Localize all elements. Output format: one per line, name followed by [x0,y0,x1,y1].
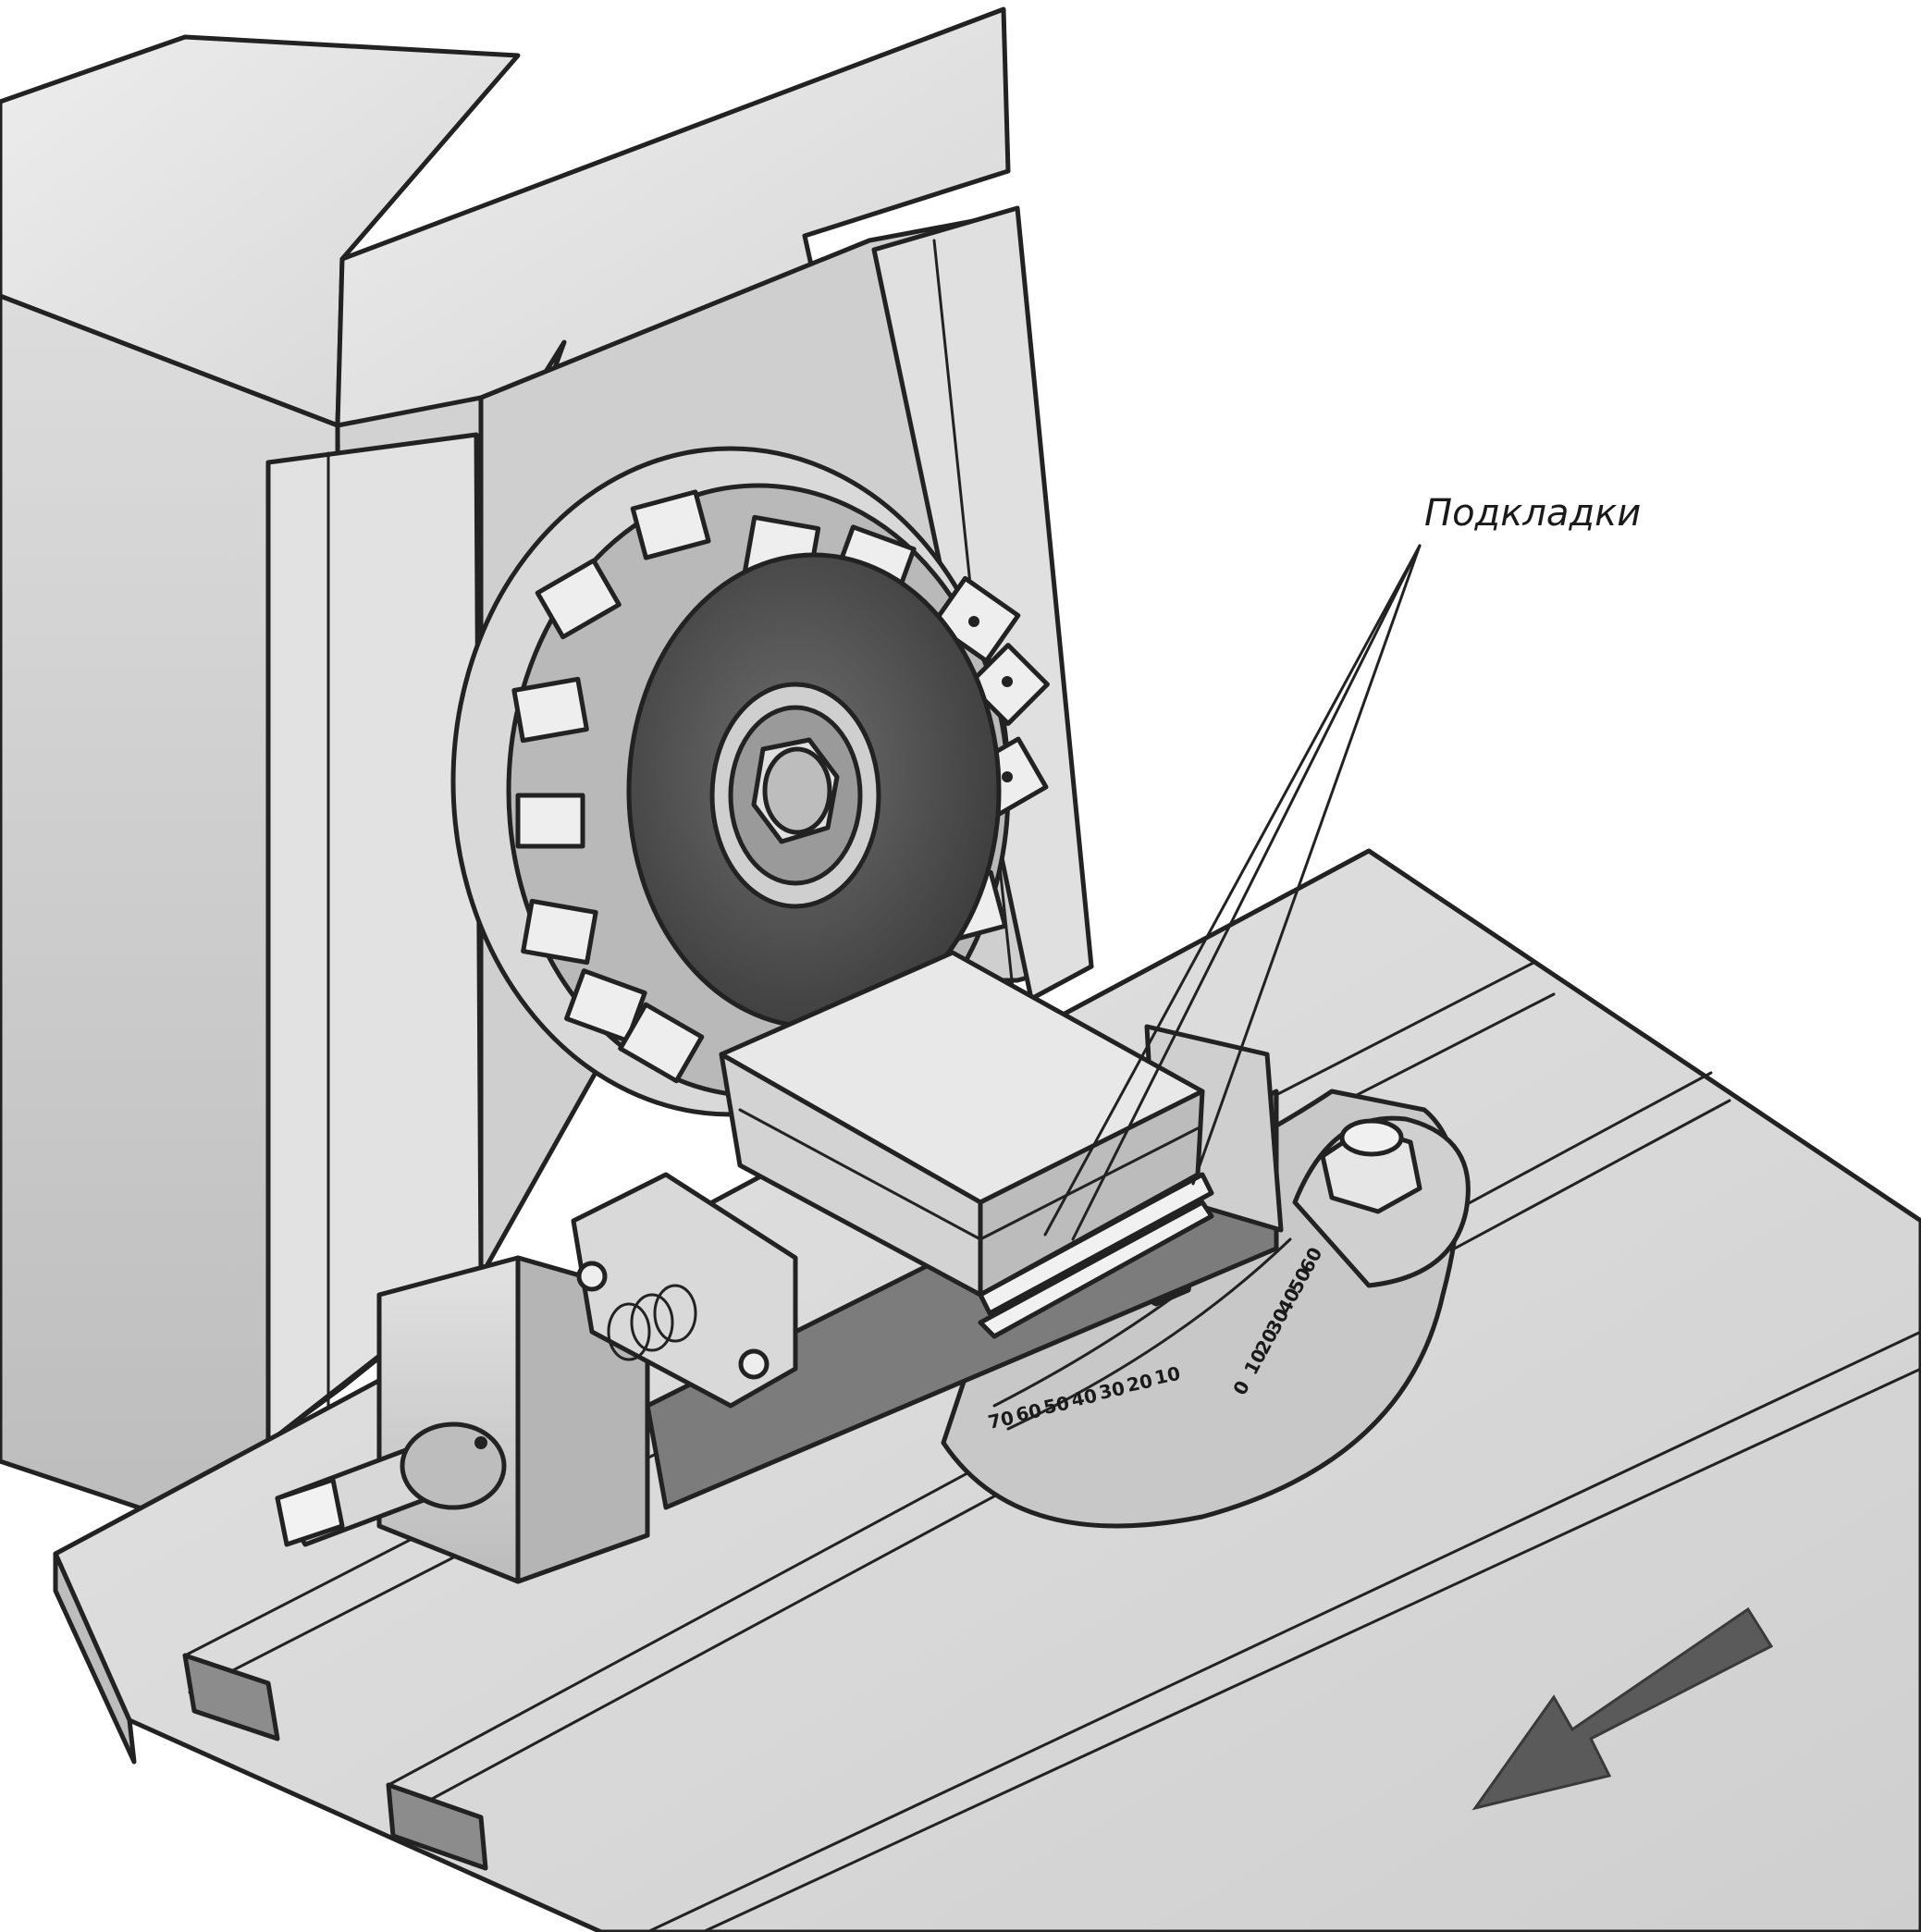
cutter-teeth [511,489,1050,1084]
screw-collar [400,1421,507,1510]
workpiece [719,950,1205,1298]
leader-line-1 [1043,544,1422,1237]
machine-vise [275,1024,1284,1584]
leader-line-3 [1071,544,1422,1241]
scale-number: 20 [1125,1370,1154,1397]
parallel-lower [978,1200,1214,1339]
callout: Подкладки [1043,492,1641,1241]
leader-line-2 [1191,544,1422,1186]
callout-label: Подкладки [1424,492,1641,535]
scale-number: 30 [1097,1377,1127,1404]
scale-number: 70 [986,1407,1016,1434]
scale-number: 60 [1014,1399,1043,1426]
scale-number: 10 [1152,1362,1182,1389]
square-drive [275,1477,345,1547]
arrow-down-left-icon [1472,1606,1774,1811]
parallel-upper [978,1172,1214,1316]
scale-number: 50 [1041,1392,1071,1419]
face-milling-cutter [450,446,1050,1117]
parallels-spacers [978,1172,1214,1339]
jaw-spring [607,1284,697,1361]
scale-number: 40 [1069,1384,1099,1411]
